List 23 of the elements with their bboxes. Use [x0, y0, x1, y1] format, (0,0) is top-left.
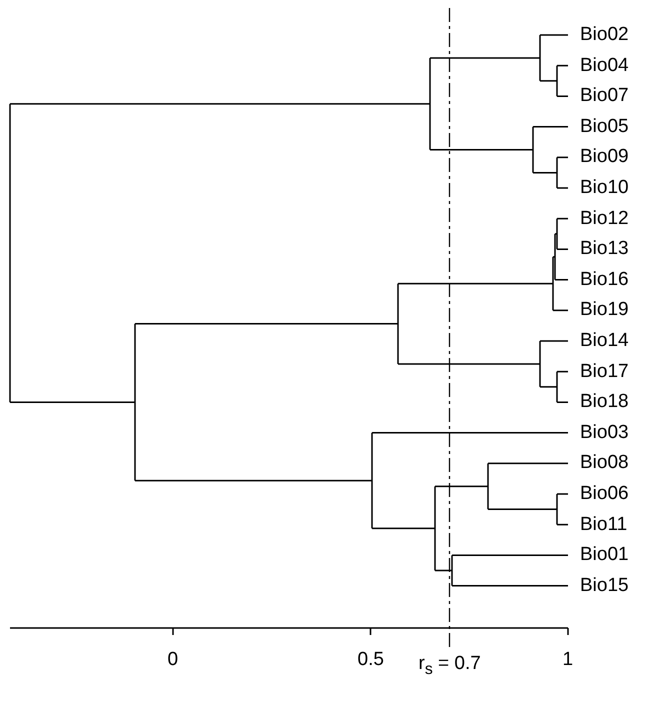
leaf-label: Bio13 — [580, 238, 629, 260]
leaf-label: Bio18 — [580, 391, 629, 414]
tick-label: 0 — [168, 649, 178, 671]
leaf-label: Bio12 — [580, 208, 629, 230]
tick-label: 0.5 — [358, 649, 384, 671]
leaf-label: Bio02 — [580, 24, 629, 46]
leaf-label: Bio10 — [580, 177, 629, 199]
threshold-label: r$_{s}$ = 0.7 — [418, 653, 481, 680]
leaf-label: Bio01 — [580, 544, 629, 566]
leaf-label: Bio09 — [580, 146, 629, 168]
leaf-label: Bio14 — [580, 330, 629, 352]
leaf-label: Bio04 — [580, 54, 629, 77]
leaf-label: Bio19 — [580, 299, 629, 322]
leaf-label: Bio06 — [580, 483, 629, 505]
tick-label: 1 — [562, 649, 574, 671]
leaf-label: Bio07 — [580, 85, 629, 108]
leaf-label: Bio03 — [580, 422, 629, 444]
leaf-label: Bio11 — [580, 514, 628, 536]
leaf-label: Bio16 — [580, 268, 629, 291]
leaf-label: Bio08 — [580, 452, 629, 474]
leaf-label: Bio05 — [580, 116, 629, 138]
leaf-label: Bio15 — [580, 574, 629, 597]
leaf-label: Bio17 — [580, 360, 629, 383]
